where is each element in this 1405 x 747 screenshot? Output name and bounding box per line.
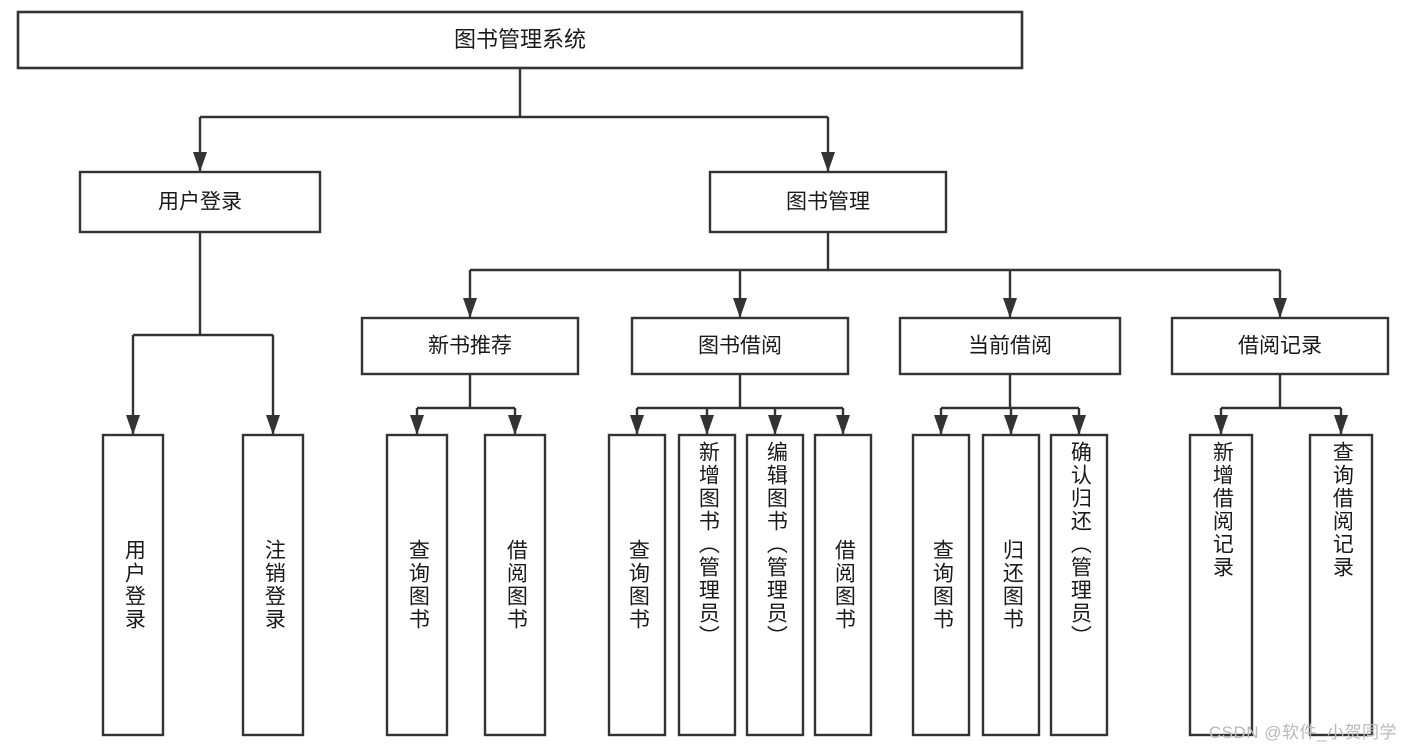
- level2-node-1-label: 图书管理: [786, 191, 870, 214]
- leaf-node-9-rect[interactable]: [981, 433, 1041, 737]
- arrow-head-icon: [733, 298, 747, 318]
- arrow-head-icon: [463, 298, 477, 318]
- leaf-node-0-rect[interactable]: [101, 433, 165, 737]
- arrow-head-icon: [266, 415, 280, 435]
- leaf-node-8[interactable]: [911, 433, 971, 737]
- level3-node-1-label: 图书借阅: [698, 335, 782, 358]
- leaf-node-5[interactable]: [677, 433, 737, 737]
- arrow-head-icon: [1273, 298, 1287, 318]
- leaf-node-11[interactable]: [1188, 433, 1254, 737]
- leaf-node-1[interactable]: [241, 433, 305, 737]
- leaf-node-5-rect[interactable]: [677, 433, 737, 737]
- level2-node-1[interactable]: 图书管理: [708, 170, 948, 234]
- arrow-head-icon: [1334, 415, 1348, 435]
- leaf-node-0[interactable]: [101, 433, 165, 737]
- level3-node-2-rect[interactable]: [898, 316, 1122, 376]
- arrow-head-icon: [193, 152, 207, 172]
- leaf-node-7[interactable]: [813, 433, 873, 737]
- leaf-node-9[interactable]: [981, 433, 1041, 737]
- leaf-node-10[interactable]: [1049, 433, 1109, 737]
- arrow-head-icon: [836, 415, 850, 435]
- leaf-node-8-rect[interactable]: [911, 433, 971, 737]
- level3-node-3-rect[interactable]: [1170, 316, 1390, 376]
- leaf-node-10-rect[interactable]: [1049, 433, 1109, 737]
- arrow-head-icon: [410, 415, 424, 435]
- level3-node-3-label: 借阅记录: [1238, 335, 1322, 358]
- leaf-node-4-rect[interactable]: [607, 433, 667, 737]
- arrow-head-icon: [1214, 415, 1228, 435]
- leaf-node-2[interactable]: [385, 433, 449, 737]
- leaf-node-2-rect[interactable]: [385, 433, 449, 737]
- leaf-node-3[interactable]: [483, 433, 547, 737]
- level3-node-2[interactable]: 当前借阅: [898, 316, 1122, 376]
- level2-node-0-rect[interactable]: [78, 170, 322, 234]
- leaf-node-3-rect[interactable]: [483, 433, 547, 737]
- csdn-watermark: CSDN @软件_小贺同学: [1208, 723, 1397, 742]
- root-node-label: 图书管理系统: [454, 27, 586, 52]
- arrow-head-icon: [1072, 415, 1086, 435]
- arrow-head-icon: [768, 415, 782, 435]
- arrow-head-icon: [934, 415, 948, 435]
- level3-node-0-rect[interactable]: [360, 316, 580, 376]
- level3-node-1[interactable]: 图书借阅: [630, 316, 850, 376]
- level2-node-1-rect[interactable]: [708, 170, 948, 234]
- arrow-head-icon: [1004, 415, 1018, 435]
- arrow-head-icon: [630, 415, 644, 435]
- arrow-head-icon: [126, 415, 140, 435]
- level3-node-3[interactable]: 借阅记录: [1170, 316, 1390, 376]
- leaf-node-6-rect[interactable]: [745, 433, 805, 737]
- leaf-node-11-rect[interactable]: [1188, 433, 1254, 737]
- leaf-node-4[interactable]: [607, 433, 667, 737]
- level3-node-0[interactable]: 新书推荐: [360, 316, 580, 376]
- leaf-node-12-rect[interactable]: [1308, 433, 1374, 737]
- leaf-node-1-rect[interactable]: [241, 433, 305, 737]
- root-node-rect[interactable]: [16, 10, 1024, 70]
- arrow-head-icon: [821, 152, 835, 172]
- arrow-head-icon: [1003, 298, 1017, 318]
- level2-node-0[interactable]: 用户登录: [78, 170, 322, 234]
- leaf-node-7-rect[interactable]: [813, 433, 873, 737]
- leaf-node-6[interactable]: [745, 433, 805, 737]
- level2-node-0-label: 用户登录: [158, 191, 242, 214]
- arrow-head-icon: [508, 415, 522, 435]
- leaf-node-12[interactable]: [1308, 433, 1374, 737]
- arrow-head-icon: [700, 415, 714, 435]
- root-node[interactable]: 图书管理系统: [16, 10, 1024, 70]
- level3-node-0-label: 新书推荐: [428, 335, 512, 358]
- level3-node-1-rect[interactable]: [630, 316, 850, 376]
- level3-node-2-label: 当前借阅: [968, 335, 1052, 358]
- connectors-layer: [126, 68, 1348, 435]
